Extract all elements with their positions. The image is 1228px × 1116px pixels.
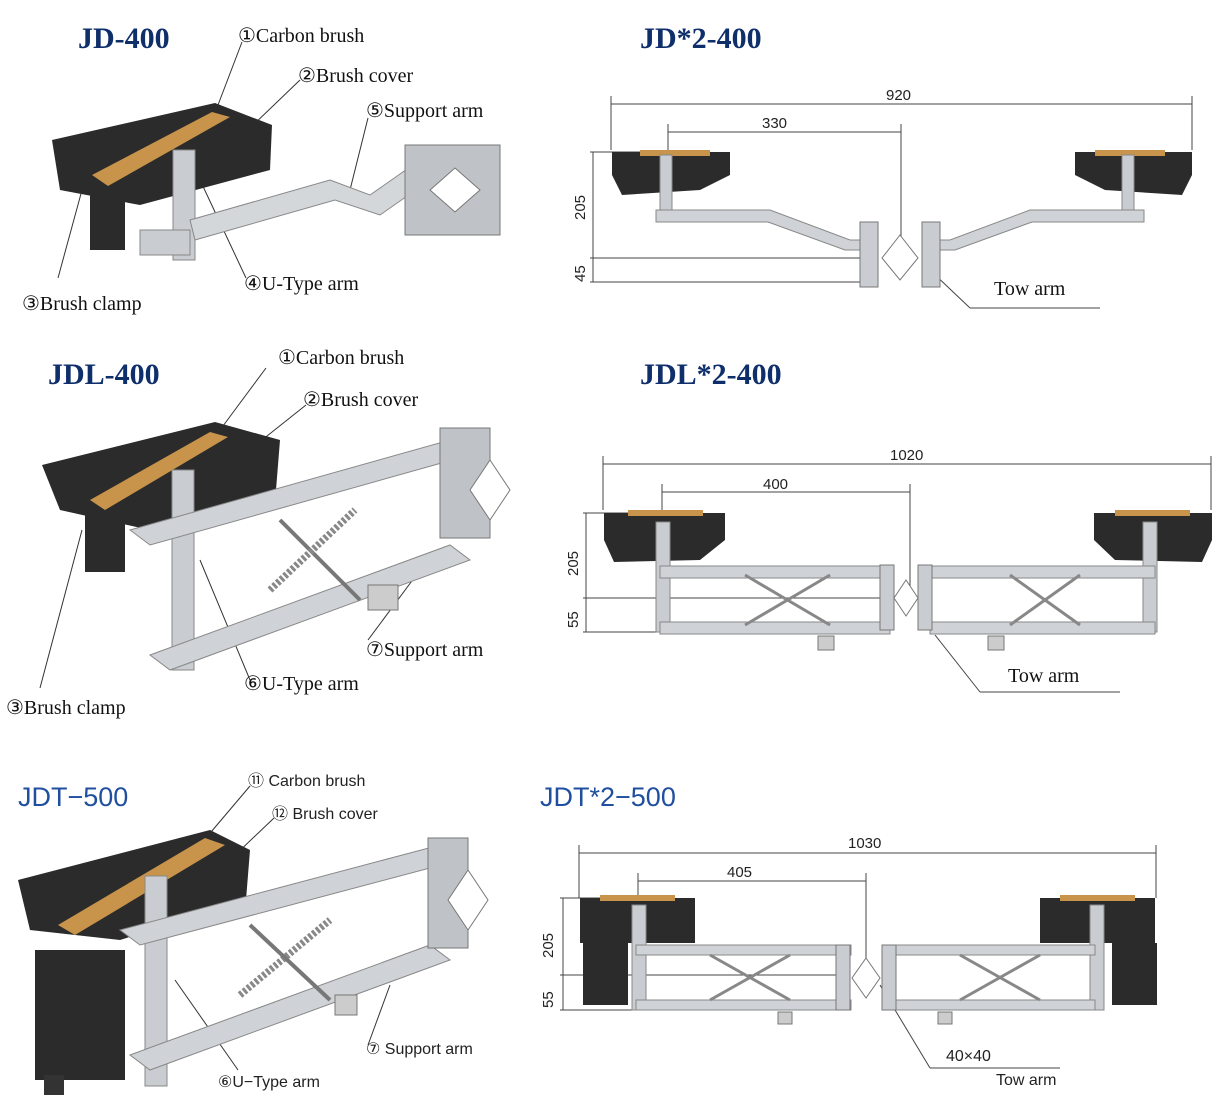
jd2x400-title: JD*2-400 (640, 22, 762, 55)
jdt500-title: JDT−500 (18, 782, 129, 812)
jdl2x400-tow-arm-label: Tow arm (1008, 665, 1080, 687)
jdl2x400-dim-lower: 55 (565, 611, 582, 628)
jdl2x400-dim-height: 205 (565, 551, 582, 576)
jd400-u-type-arm-label: ④U-Type arm (244, 273, 359, 295)
jdt2x500-section-label: 40×40 (946, 1048, 991, 1065)
jdl2x400-dim-half: 400 (763, 476, 788, 493)
jd400-brush-cover-label: ②Brush cover (298, 65, 414, 87)
jd2x400-dim-height: 205 (572, 195, 589, 220)
jdt500-brush-cover-label: ⑫ Brush cover (272, 806, 378, 823)
jdt2x500-dim-lower: 55 (540, 991, 557, 1008)
jdt500-u-type-arm-label: ⑥U−Type arm (218, 1074, 320, 1091)
jd400-brush-clamp-label: ③Brush clamp (22, 293, 142, 315)
jdt2x500-tow-arm-label: Tow arm (996, 1072, 1057, 1089)
jdl2x400-dim-total: 1020 (890, 447, 923, 464)
jdl400-brush-clamp-label: ③Brush clamp (6, 697, 126, 719)
jd2x400-tow-arm-label: Tow arm (994, 278, 1066, 300)
jdt500-carbon-brush-label: ⑪ Carbon brush (248, 773, 366, 790)
jd400-support-arm-label: ⑤Support arm (366, 100, 484, 122)
jdt2x500-dim-height: 205 (540, 933, 557, 958)
jdt2x500-dim-half: 405 (727, 864, 752, 881)
jdl400-carbon-brush-label: ①Carbon brush (278, 347, 405, 369)
jdl400-brush-cover-label: ②Brush cover (303, 389, 419, 411)
jd400-title: JD-400 (78, 22, 170, 55)
jd2x400-dim-lower: 45 (572, 265, 589, 282)
jd400-carbon-brush-label: ①Carbon brush (238, 25, 365, 47)
jdt2x500-dim-total: 1030 (848, 835, 881, 852)
jd2x400-dim-half: 330 (762, 115, 787, 132)
jdt2x500-title: JDT*2−500 (540, 782, 676, 812)
jdl400-u-type-arm-label: ⑥U-Type arm (244, 673, 359, 695)
jdl400-support-arm-label: ⑦Support arm (366, 639, 484, 661)
jdl2x400-title: JDL*2-400 (640, 358, 782, 391)
jdl400-title: JDL-400 (48, 358, 160, 391)
jd2x400-dim-total: 920 (886, 87, 911, 104)
jdt500-support-arm-label: ⑦ Support arm (366, 1041, 473, 1058)
